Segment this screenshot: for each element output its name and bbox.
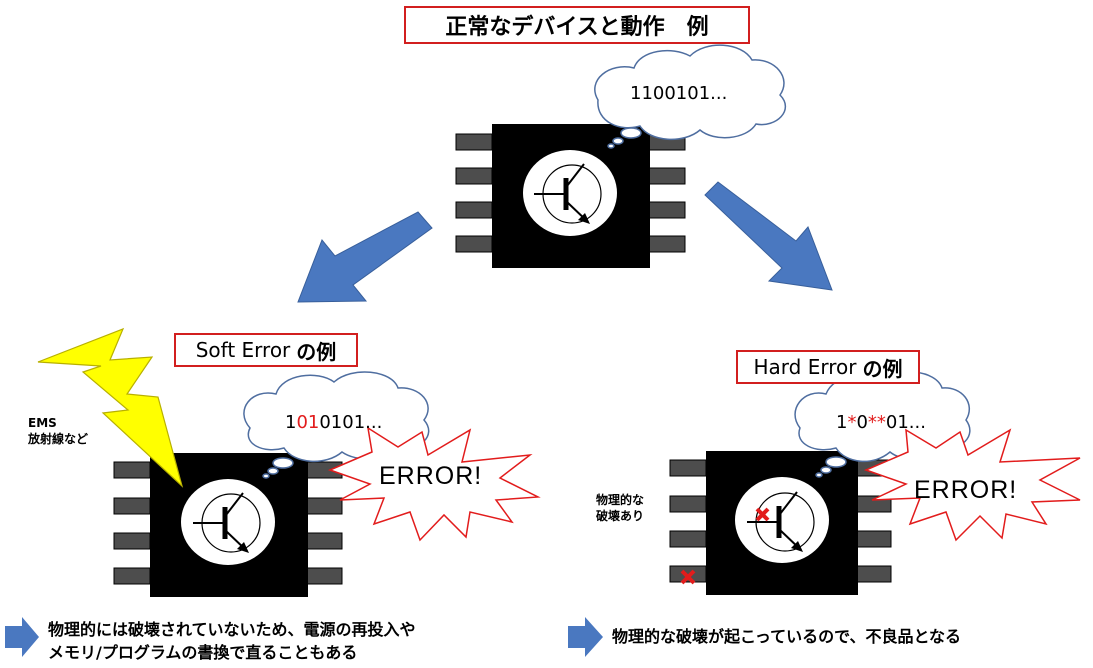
damage-x-icon bbox=[755, 507, 770, 522]
hard-thought-cloud bbox=[794, 371, 971, 478]
arrow-right-icon bbox=[568, 617, 603, 657]
page-title: 正常なデバイスと動作 例 bbox=[404, 6, 750, 44]
hard-error-title-jp: の例 bbox=[862, 356, 903, 381]
hard-error-title: Hard Error の例 bbox=[736, 350, 920, 384]
hard-error-caption: 物理的な破壊が起こっているので、不良品となる bbox=[612, 627, 961, 646]
soft-error-chip bbox=[113, 453, 343, 597]
arrow-to-hard-error bbox=[704, 181, 833, 291]
flipped-bits: 01 bbox=[296, 412, 320, 433]
arrow-to-soft-error bbox=[297, 211, 433, 303]
soft-error-starburst bbox=[327, 426, 541, 542]
normal-chip bbox=[455, 124, 686, 268]
damage-x-icon bbox=[680, 569, 696, 585]
lightning-bolt-icon bbox=[37, 327, 184, 488]
soft-error-title: Soft Error の例 bbox=[174, 333, 358, 367]
soft-error-caption: 物理的には破壊されていないため、電源の再投入や メモリ/プログラムの書換で直るこ… bbox=[48, 620, 416, 662]
hard-error-bits: 1*0**01... bbox=[836, 412, 926, 433]
soft-error-bits: 1010101... bbox=[285, 412, 383, 433]
hard-error-starburst bbox=[863, 428, 1081, 542]
arrow-right-icon bbox=[5, 617, 39, 657]
hard-error-title-en: Hard Error bbox=[753, 355, 857, 379]
soft-error-label: ERROR! bbox=[379, 462, 483, 490]
physical-damage-label: 物理的な 破壊あり bbox=[596, 493, 645, 523]
normal-bits: 1100101... bbox=[630, 83, 728, 104]
radiation-source-label: EMS 放射線など bbox=[28, 416, 89, 446]
soft-error-title-jp: の例 bbox=[296, 339, 337, 364]
page-title-text: 正常なデバイスと動作 例 bbox=[445, 15, 709, 40]
normal-thought-cloud bbox=[594, 44, 787, 149]
hard-error-chip bbox=[669, 451, 892, 595]
soft-error-title-en: Soft Error bbox=[195, 338, 291, 362]
hard-error-label: ERROR! bbox=[914, 476, 1018, 504]
